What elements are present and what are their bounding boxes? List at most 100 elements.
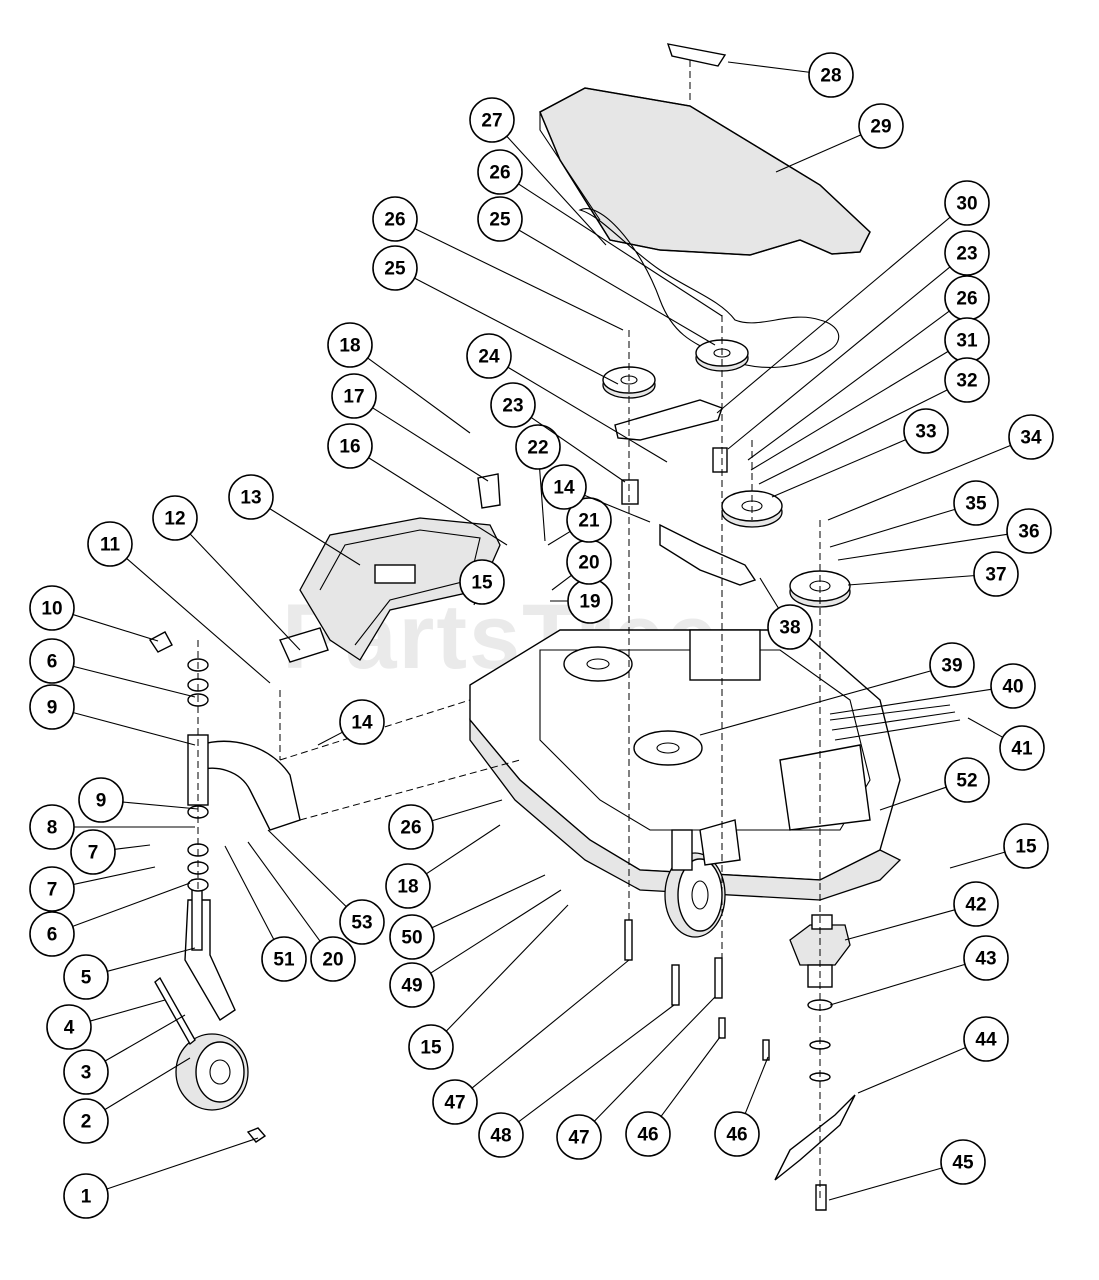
callout-number: 26: [400, 818, 421, 839]
leader-line: [593, 996, 716, 1122]
callout-circle: [477, 196, 523, 242]
callout-number: 18: [339, 336, 360, 357]
leader-line: [518, 183, 723, 317]
callout-number: 21: [578, 511, 600, 532]
blade-bolt: [815, 1184, 827, 1211]
callout-number: 46: [726, 1125, 747, 1146]
leader-line: [114, 844, 151, 850]
leader-line: [368, 457, 508, 546]
callout-number: 38: [779, 618, 800, 639]
callout-number: 26: [956, 289, 977, 310]
leader-line: [584, 494, 651, 523]
leader-line: [759, 577, 779, 609]
callout-circle: [556, 1114, 602, 1160]
callout-circle: [767, 604, 813, 650]
callout-circle: [63, 1098, 109, 1144]
callout-circle: [944, 357, 990, 403]
leader-line: [828, 1167, 942, 1201]
callout-23: 23: [490, 382, 626, 483]
callout-number: 9: [47, 698, 58, 719]
callout-circle: [566, 497, 612, 543]
callout-20: 20: [247, 841, 356, 982]
callout-2: 2: [63, 1057, 191, 1144]
callout-circle: [228, 474, 274, 520]
callout-14: 14: [541, 464, 651, 523]
callout-circle: [152, 495, 198, 541]
callout-6: 6: [29, 882, 191, 957]
callout-number: 15: [471, 573, 493, 594]
callout-20: 20: [551, 539, 612, 591]
callout-37: 37: [847, 551, 1019, 597]
callout-number: 32: [956, 371, 977, 392]
callout-circle: [858, 103, 904, 149]
callout-12: 12: [152, 495, 301, 651]
leader-line: [857, 1047, 966, 1094]
leader-line: [73, 712, 196, 746]
callout-number: 30: [956, 194, 977, 215]
leader-line: [530, 417, 626, 483]
callout-number: 31: [956, 331, 978, 352]
callout-51: 51: [224, 845, 307, 982]
callout-circle: [541, 464, 587, 510]
idler-arm: [659, 523, 757, 586]
callout-circle: [408, 1024, 454, 1070]
callout-18: 18: [327, 322, 471, 434]
callout-number: 16: [339, 437, 360, 458]
callout-6: 6: [29, 638, 196, 698]
callout-5: 5: [63, 947, 196, 1000]
bolt: [718, 1017, 726, 1039]
callout-number: 51: [273, 950, 295, 971]
callout-number: 39: [941, 656, 962, 677]
leader-line: [716, 216, 951, 414]
callout-4: 4: [46, 999, 166, 1050]
callout-25: 25: [477, 196, 716, 346]
callout-number: 25: [384, 259, 406, 280]
callout-circle: [953, 480, 999, 526]
callout-circle: [29, 804, 75, 850]
leader-line: [507, 366, 668, 463]
bolt: [624, 919, 633, 961]
callout-27: 27: [469, 97, 607, 246]
callout-circle: [46, 1004, 92, 1050]
leader-line: [104, 1057, 191, 1111]
callout-number: 18: [397, 877, 418, 898]
callout-circle: [469, 97, 515, 143]
leader-line: [247, 841, 321, 942]
callout-number: 23: [502, 396, 523, 417]
callout-circle: [929, 642, 975, 688]
callout-36: 36: [837, 508, 1052, 561]
callout-circle: [63, 1173, 109, 1219]
caster-wheel: [175, 1033, 249, 1111]
callout-circle: [459, 559, 505, 605]
idler-pulley: [602, 366, 656, 399]
callout-15: 15: [408, 904, 569, 1070]
callout-43: 43: [829, 935, 1009, 1006]
callout-number: 33: [915, 422, 936, 443]
callout-number: 27: [481, 111, 502, 132]
mower-deck: [469, 629, 902, 901]
callout-circle: [515, 424, 561, 470]
callout-26: 26: [477, 149, 723, 317]
leader-line: [660, 1036, 721, 1117]
callout-number: 25: [489, 210, 511, 231]
callout-26: 26: [372, 196, 624, 331]
callout-circle: [29, 684, 75, 730]
leader-line: [107, 947, 196, 972]
leader-line: [829, 963, 966, 1006]
callout-26: 26: [747, 275, 990, 461]
callout-circle: [1003, 823, 1049, 869]
callout-circle: [78, 777, 124, 823]
idler-arm: [614, 399, 723, 441]
callout-52: 52: [879, 757, 990, 811]
leader-line: [122, 801, 199, 810]
callout-number: 1: [81, 1187, 92, 1208]
callout-9: 9: [78, 777, 199, 823]
callout-26: 26: [388, 799, 503, 850]
callout-circle: [29, 638, 75, 684]
callout-circle: [466, 333, 512, 379]
callout-32: 32: [758, 357, 990, 485]
hex-nut: [246, 1127, 267, 1143]
callout-number: 42: [965, 895, 986, 916]
leader-line: [73, 866, 156, 885]
